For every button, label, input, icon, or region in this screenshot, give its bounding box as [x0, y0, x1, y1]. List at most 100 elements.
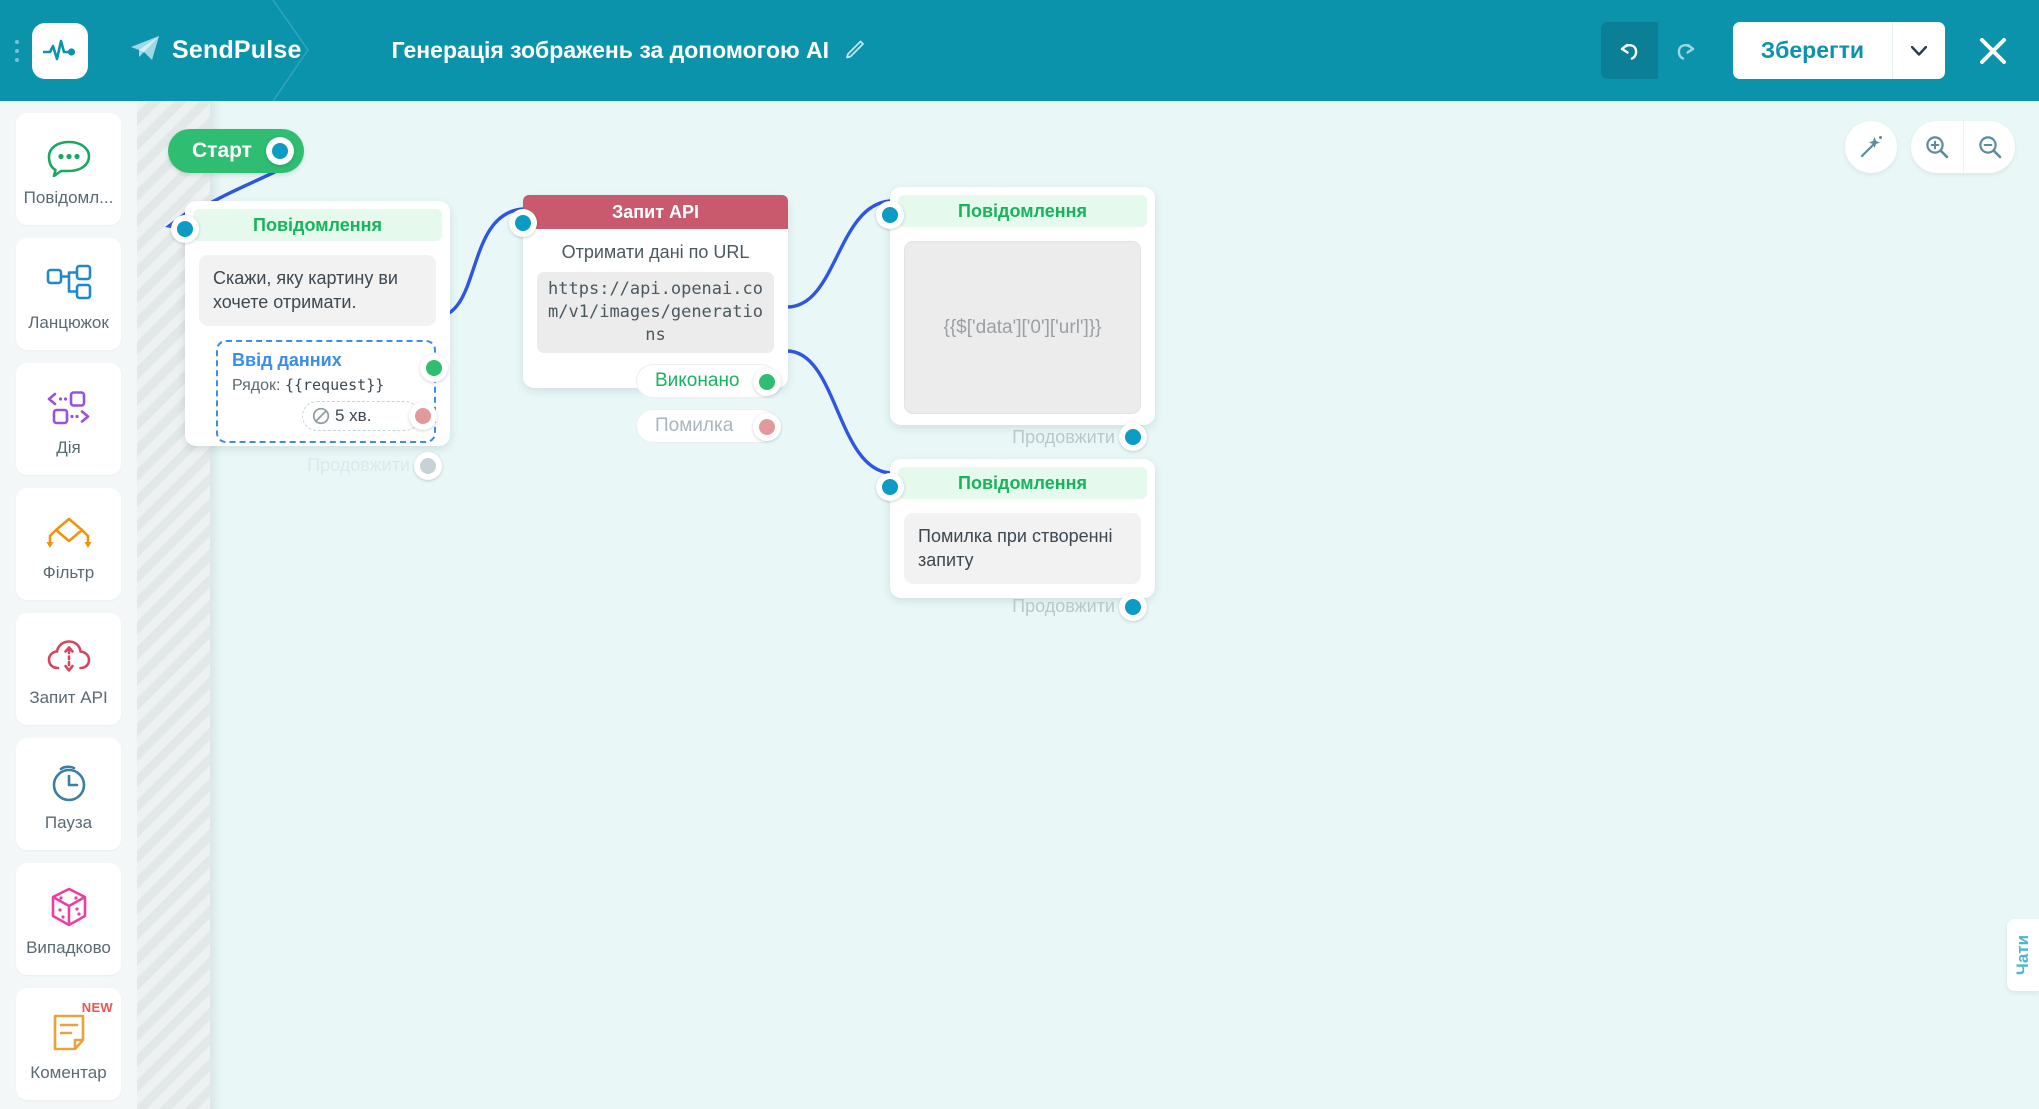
- sidebar-item-label: Випадково: [26, 938, 111, 957]
- user-input-field-value: {{request}}: [284, 375, 385, 394]
- continue-label: Продовжити: [1012, 596, 1115, 617]
- comment-note-icon: [49, 1005, 89, 1061]
- user-input-timeout[interactable]: 5 хв.: [302, 400, 437, 431]
- continue-label: Продовжити: [1012, 426, 1115, 447]
- node-title: Запит API: [523, 195, 788, 229]
- node-output-port[interactable]: [414, 451, 442, 480]
- flow-tree-icon: [45, 255, 93, 311]
- sidebar-item-label: Запит API: [29, 688, 108, 707]
- zoom-in-button[interactable]: [1911, 121, 1963, 173]
- node-message-error[interactable]: Повідомлення Помилка при створенні запит…: [876, 459, 1155, 621]
- sidebar-item-api-request[interactable]: Запит API: [16, 613, 121, 725]
- flow-canvas[interactable]: Старт Повідомлення Скажи, яку картину ви…: [137, 101, 2039, 1109]
- sidebar-item-label: Пауза: [44, 813, 93, 832]
- node-continue-row[interactable]: Продовжити: [890, 414, 1155, 460]
- chats-tab-label: Чати: [2013, 934, 2032, 976]
- action-brackets-icon: [45, 380, 93, 436]
- undo-button[interactable]: [1600, 22, 1658, 79]
- telegram-paper-plane-icon: [130, 35, 160, 66]
- node-title: Повідомлення: [898, 467, 1147, 499]
- api-output-success[interactable]: Виконано: [636, 363, 781, 398]
- user-input-block[interactable]: Ввід данних Рядок: {{request}} 5 хв.: [216, 339, 448, 443]
- left-sidebar: Повідомл... Ланцюжок Дія: [0, 101, 137, 1109]
- magic-wand-icon: [1860, 136, 1882, 158]
- dice-icon: [48, 880, 90, 936]
- node-output-port[interactable]: [1119, 592, 1147, 621]
- chat-bubble-icon: [46, 130, 92, 186]
- node-input-port[interactable]: [876, 473, 904, 501]
- filter-diamond-icon: [44, 505, 94, 561]
- close-button[interactable]: [1971, 29, 2015, 73]
- save-dropdown-button[interactable]: [1893, 22, 1945, 79]
- api-output-error[interactable]: Помилка: [636, 408, 781, 443]
- brand-name: SendPulse: [172, 36, 302, 64]
- save-button-group: Зберегти: [1732, 22, 1945, 79]
- user-input-timeout-label: 5 хв.: [335, 405, 372, 425]
- pencil-edit-icon[interactable]: [845, 37, 867, 64]
- sidebar-item-action[interactable]: Дія: [16, 363, 121, 475]
- sidebar-item-label: Коментар: [30, 1063, 107, 1082]
- drag-dots-icon[interactable]: [6, 39, 28, 62]
- node-api-request[interactable]: Запит API Отримати дані по URL https://a…: [509, 195, 788, 443]
- node-output-port[interactable]: [1119, 423, 1147, 451]
- no-entry-icon: [312, 407, 330, 424]
- brand-block[interactable]: SendPulse: [130, 35, 302, 66]
- save-button[interactable]: Зберегти: [1733, 22, 1893, 79]
- sidebar-item-random[interactable]: Випадково: [16, 863, 121, 975]
- chats-tab[interactable]: Чати: [2007, 919, 2039, 991]
- sidebar-item-comment[interactable]: NEW Коментар: [16, 988, 121, 1100]
- sidebar-item-message[interactable]: Повідомл...: [16, 113, 121, 225]
- edge-api-success: [785, 199, 892, 309]
- redo-arrow-icon: [1678, 43, 1695, 60]
- api-error-port[interactable]: [753, 412, 781, 441]
- node-title: Повідомлення: [193, 209, 442, 241]
- node-message-1[interactable]: Повідомлення Скажи, яку картину ви хочет…: [171, 201, 450, 480]
- redo-button[interactable]: [1657, 22, 1715, 79]
- pulse-logo-icon[interactable]: [32, 22, 88, 79]
- api-output-error-label: Помилка: [655, 414, 734, 436]
- header-actions: Зберегти: [1600, 22, 2039, 79]
- node-message-success[interactable]: Повідомлення {{$['data']['0']['url']}} П…: [876, 187, 1155, 451]
- undo-arrow-icon: [1621, 43, 1638, 60]
- user-input-field-row: Рядок: {{request}}: [232, 376, 420, 395]
- node-continue-row[interactable]: Продовжити: [890, 584, 1155, 630]
- sidebar-item-label: Дія: [56, 438, 81, 457]
- api-success-port[interactable]: [753, 367, 781, 396]
- image-placeholder: {{$['data']['0']['url']}}: [904, 241, 1141, 414]
- start-node[interactable]: Старт: [168, 129, 304, 173]
- message-bubble: Скажи, яку картину ви хочете отримати.: [199, 255, 436, 326]
- node-continue-row[interactable]: Продовжити: [185, 443, 450, 489]
- continue-label: Продовжити: [307, 455, 410, 476]
- sidebar-item-label: Фільтр: [42, 563, 95, 582]
- api-subtitle: Отримати дані по URL: [561, 242, 750, 262]
- api-output-success-label: Виконано: [655, 369, 740, 391]
- new-badge: NEW: [81, 1000, 113, 1015]
- magic-wand-button[interactable]: [1845, 121, 1897, 173]
- close-x-icon: [1980, 37, 2006, 64]
- app-header: SendPulse Генерація зображень за допомог…: [0, 0, 2039, 101]
- edge-api-error: [785, 349, 892, 475]
- chevron-down-icon: [1911, 45, 1927, 56]
- zoom-in-icon: [1926, 136, 1949, 159]
- sidebar-item-label: Повідомл...: [23, 188, 114, 207]
- message-bubble: Помилка при створенні запиту: [904, 513, 1141, 584]
- node-input-port[interactable]: [509, 209, 537, 237]
- user-input-success-port[interactable]: [420, 353, 448, 382]
- zoom-out-button[interactable]: [1963, 121, 2015, 173]
- user-input-title: Ввід данних: [232, 349, 342, 370]
- sidebar-item-pause[interactable]: Пауза: [16, 738, 121, 850]
- node-input-port[interactable]: [171, 215, 199, 243]
- sidebar-item-flow[interactable]: Ланцюжок: [16, 238, 121, 350]
- start-output-port[interactable]: [265, 137, 294, 165]
- pulse-logo-glyph: [43, 39, 76, 60]
- sidebar-item-filter[interactable]: Фільтр: [16, 488, 121, 600]
- zoom-controls: [1911, 121, 2015, 173]
- zoom-out-icon: [1978, 136, 2001, 159]
- stopwatch-icon: [48, 755, 90, 811]
- canvas-toolbar: [1845, 121, 2015, 173]
- user-input-timeout-port[interactable]: [409, 401, 437, 430]
- page-title: Генерація зображень за допомогою AI: [391, 37, 830, 63]
- breadcrumb: Генерація зображень за допомогою AI: [392, 37, 867, 64]
- node-input-port[interactable]: [876, 201, 904, 229]
- start-node-label: Старт: [192, 139, 252, 162]
